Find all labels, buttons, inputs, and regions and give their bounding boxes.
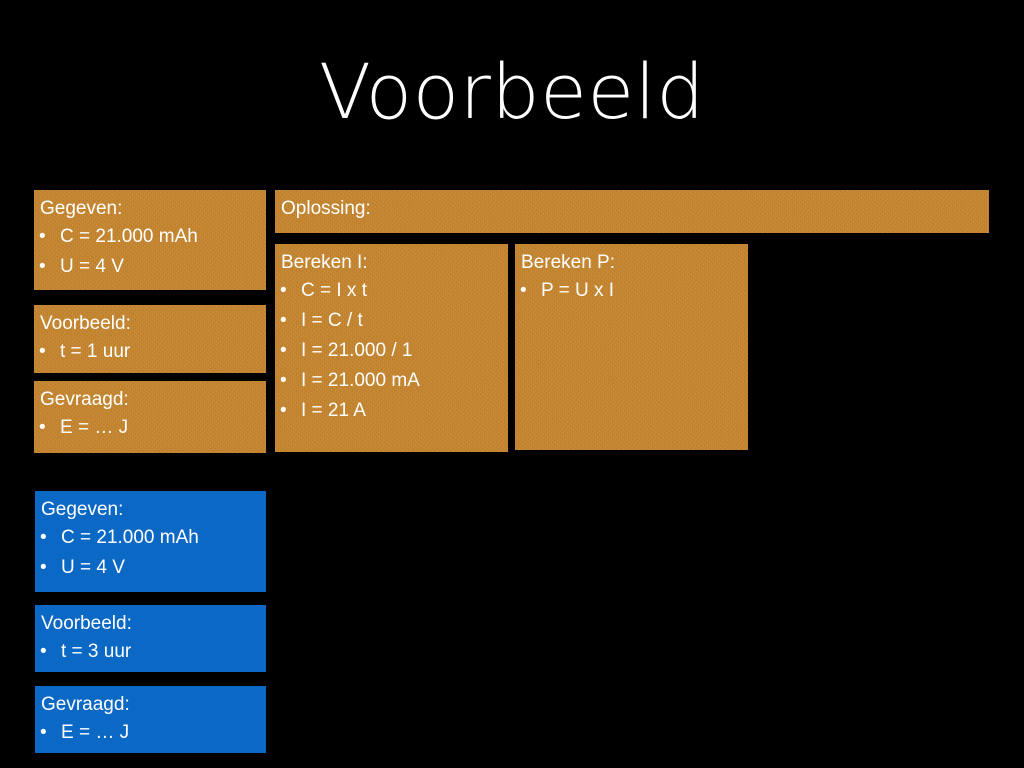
page-title: Voorbeeld — [319, 47, 705, 136]
list-item-label: I = 21.000 mA — [301, 370, 420, 391]
card-gegeven-blue: Gegeven: • C = 21.000 mAh • U = 4 V — [35, 491, 266, 592]
card-heading: Gevraagd: — [41, 694, 130, 715]
list-item: • I = 21.000 / 1 — [275, 336, 508, 366]
card-gevraagd-orange: Gevraagd: • E = … J — [34, 381, 266, 453]
list-item: • I = 21 A — [275, 396, 508, 426]
card-oplossing-banner: Oplossing: — [275, 190, 989, 233]
bullet-icon: • — [520, 280, 527, 301]
bullet-icon: • — [280, 370, 287, 391]
card-heading: Voorbeeld: — [40, 313, 131, 334]
bullet-list: • C = 21.000 mAh • U = 4 V — [35, 523, 266, 583]
list-item-label: I = C / t — [301, 310, 363, 331]
list-item: • U = 4 V — [35, 553, 266, 583]
list-item: • U = 4 V — [34, 252, 266, 282]
card-heading: Oplossing: — [281, 198, 371, 219]
bullet-list: • C = I x t • I = C / t • I = 21.000 / 1 • I = … — [275, 276, 508, 426]
card-gegeven-orange: Gegeven: • C = 21.000 mAh • U = 4 V — [34, 190, 266, 290]
card-heading: Gegeven: — [40, 198, 123, 219]
list-item: • t = 3 uur — [35, 637, 266, 667]
bullet-icon: • — [40, 527, 47, 548]
list-item-label: U = 4 V — [61, 557, 125, 578]
card-heading: Gevraagd: — [40, 389, 129, 410]
list-item-label: C = 21.000 mAh — [60, 226, 198, 247]
bullet-list: • t = 1 uur — [34, 337, 266, 367]
bullet-list: • C = 21.000 mAh • U = 4 V — [34, 222, 266, 282]
bullet-list: • E = … J — [35, 718, 266, 748]
bullet-icon: • — [40, 641, 47, 662]
bullet-icon: • — [39, 341, 46, 362]
card-heading: Bereken P: — [521, 252, 615, 273]
bullet-icon: • — [39, 417, 46, 438]
card-bereken-i: Bereken I: • C = I x t • I = C / t • I = 21.0… — [275, 244, 508, 452]
list-item-label: U = 4 V — [60, 256, 124, 277]
bullet-icon: • — [39, 226, 46, 247]
list-item-label: E = … J — [60, 417, 129, 438]
list-item: • E = … J — [35, 718, 266, 748]
card-voorbeeld-blue: Voorbeeld: • t = 3 uur — [35, 605, 266, 672]
list-item-label: t = 3 uur — [61, 641, 132, 662]
bullet-icon: • — [39, 256, 46, 277]
list-item-label: C = 21.000 mAh — [61, 527, 199, 548]
list-item: • t = 1 uur — [34, 337, 266, 367]
bullet-icon: • — [280, 280, 287, 301]
card-heading: Voorbeeld: — [41, 613, 132, 634]
card-heading: Gegeven: — [41, 499, 124, 520]
list-item: • C = 21.000 mAh — [35, 523, 266, 553]
list-item: • C = I x t — [275, 276, 508, 306]
list-item-label: I = 21 A — [301, 400, 366, 421]
bullet-icon: • — [280, 340, 287, 361]
list-item: • E = … J — [34, 413, 266, 443]
bullet-icon: • — [280, 400, 287, 421]
card-bereken-p: Bereken P: • P = U x I — [515, 244, 748, 450]
bullet-list: • E = … J — [34, 413, 266, 443]
list-item-label: E = … J — [61, 722, 130, 743]
list-item: • I = 21.000 mA — [275, 366, 508, 396]
list-item-label: C = I x t — [301, 280, 367, 301]
list-item-label: I = 21.000 / 1 — [301, 340, 413, 361]
bullet-list: • P = U x I — [515, 276, 748, 306]
bullet-icon: • — [40, 722, 47, 743]
list-item: • I = C / t — [275, 306, 508, 336]
list-item-label: t = 1 uur — [60, 341, 131, 362]
list-item: • P = U x I — [515, 276, 748, 306]
card-heading: Bereken I: — [281, 252, 368, 273]
card-gevraagd-blue: Gevraagd: • E = … J — [35, 686, 266, 753]
bullet-icon: • — [280, 310, 287, 331]
card-voorbeeld-orange: Voorbeeld: • t = 1 uur — [34, 305, 266, 373]
list-item-label: P = U x I — [541, 280, 615, 301]
bullet-list: • t = 3 uur — [35, 637, 266, 667]
list-item: • C = 21.000 mAh — [34, 222, 266, 252]
bullet-icon: • — [40, 557, 47, 578]
